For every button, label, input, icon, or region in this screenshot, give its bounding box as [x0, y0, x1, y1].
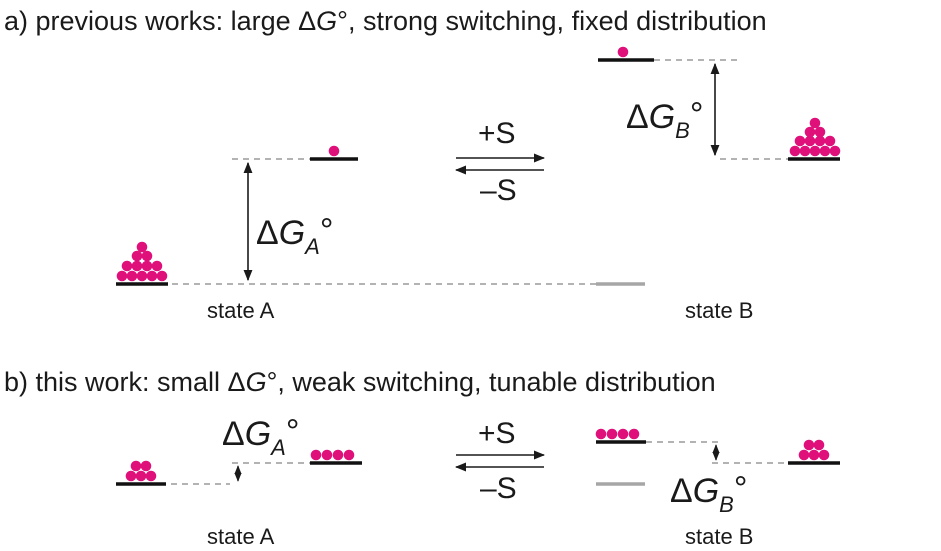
- panel-b-forward-label: +S: [478, 417, 516, 450]
- panel-a-title: a) previous works: large ΔG°, strong swi…: [4, 6, 767, 36]
- panel-a-delta-ga-label: ΔGA°: [256, 212, 333, 259]
- panel-b-delta-ga-label: ΔGA°: [222, 413, 299, 460]
- panel-a-state-a-label: state A: [207, 298, 275, 323]
- panel-a-reverse-label: –S: [480, 174, 517, 207]
- panel-b-state-b-label: state B: [685, 524, 753, 549]
- panel-b-delta-gb-label: ΔGB°: [670, 470, 747, 517]
- panel-b-state-a-ground-particles: [125, 460, 157, 482]
- panel-b-reverse-label: –S: [480, 472, 517, 505]
- panel-a-state-a-ground-particles: [116, 241, 168, 282]
- panel-a-forward-label: +S: [478, 117, 516, 150]
- panel-a-state-a-excited-particle: [328, 145, 340, 157]
- panel-a-state-b-label: state B: [685, 298, 753, 323]
- panel-b-state-a-label: state A: [207, 524, 275, 549]
- panel-b-state-b-ground-particles: [798, 439, 830, 461]
- panel-a-state-b-ground-particles: [789, 117, 841, 157]
- panel-b-title: b) this work: small ΔG°, weak switching,…: [4, 367, 716, 397]
- panel-a-state-b-excited-particle: [617, 46, 629, 58]
- panel-b-state-a-excited-particles: [310, 449, 355, 461]
- panel-b-state-b-excited-particles: [595, 428, 640, 440]
- panel-a-delta-gb-label: ΔGB°: [626, 96, 703, 143]
